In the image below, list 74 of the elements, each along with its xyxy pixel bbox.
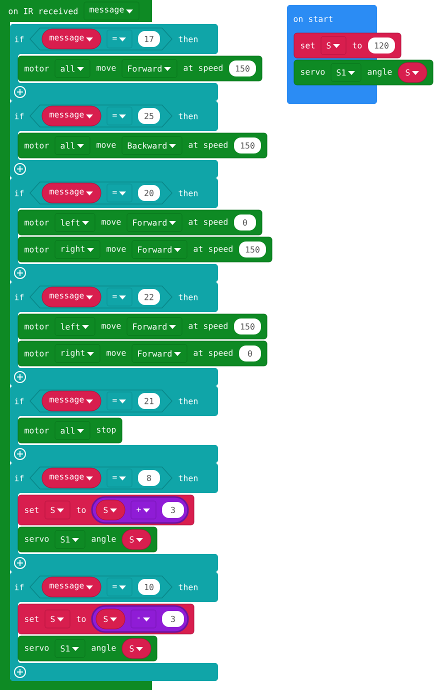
number-field: 3	[162, 502, 184, 518]
dropdown-field: =	[106, 30, 132, 48]
dropdown-field: all	[54, 421, 90, 440]
node-label: then	[178, 474, 198, 482]
dropdown-field: right	[54, 344, 100, 363]
node-label: if	[14, 112, 24, 120]
dropdown-field: Forward	[126, 317, 182, 336]
variable-pill: S	[122, 638, 152, 659]
dropdown-field: S	[44, 500, 70, 520]
number-field: 0	[239, 346, 261, 362]
dropdown-field: Forward	[122, 59, 178, 78]
dropdown-field: +	[130, 500, 156, 520]
number-field: 10	[138, 579, 160, 595]
node-label: then	[178, 112, 198, 120]
dropdown-field: -	[130, 610, 156, 628]
node-label: if	[14, 190, 24, 196]
dropdown-field: all	[54, 59, 90, 78]
node-label: if	[14, 474, 24, 482]
dropdown-field: Backward	[122, 136, 182, 155]
node-label: then	[178, 190, 198, 196]
statement-block: motor all stop	[18, 418, 122, 444]
number-field: 20	[138, 185, 160, 201]
number-field: 21	[138, 393, 160, 409]
number-field: 0	[234, 214, 256, 230]
variable-pill: message	[42, 286, 102, 308]
node-label: then	[178, 398, 198, 404]
number-field: 3	[162, 611, 184, 627]
dropdown-field: left	[54, 213, 96, 232]
dropdown-field: left	[54, 317, 96, 336]
node-label: then	[178, 294, 198, 300]
number-field: 25	[138, 108, 160, 124]
variable-pill: S	[96, 500, 126, 520]
dropdown-field: Forward	[126, 213, 182, 232]
dropdown-field: Forward	[132, 344, 188, 363]
number-field: 17	[138, 31, 160, 47]
dropdown-field: =	[106, 106, 132, 126]
variable-pill: message	[42, 390, 102, 412]
dropdown-field: =	[106, 184, 132, 202]
variable-pill: message	[42, 182, 102, 204]
variable-pill: S	[398, 62, 428, 83]
dropdown-field: S	[44, 610, 70, 628]
variable-pill: message	[42, 28, 102, 50]
dropdown-field: =	[106, 288, 132, 306]
node-label: then	[178, 36, 198, 42]
node-label: if	[14, 36, 24, 42]
node-label: if	[14, 398, 24, 404]
node-label: then	[178, 584, 198, 590]
node-label: if	[14, 294, 24, 300]
variable-pill: message	[42, 106, 102, 126]
number-field: 22	[138, 289, 160, 305]
number-field: 8	[138, 470, 160, 486]
dropdown-field: =	[106, 468, 132, 488]
node-label: if	[14, 584, 24, 590]
statement-block: motor all move Backward at speed 150	[18, 132, 268, 158]
statement-block: motor all move Forward at speed 150	[18, 56, 262, 82]
dropdown-field: S1	[54, 530, 86, 549]
dropdown-field: right	[54, 240, 100, 259]
dropdown-field: all	[54, 136, 90, 155]
variable-pill: S	[122, 529, 152, 550]
statement-block: set S to 120	[294, 32, 402, 58]
dropdown-field: S1	[54, 639, 86, 658]
dropdown-field: message	[84, 2, 140, 20]
statement-block: motor left move Forward at speed 0	[18, 210, 262, 236]
variable-pill: message	[42, 468, 102, 488]
variable-pill: S	[96, 608, 126, 630]
dropdown-field: =	[106, 578, 132, 596]
statement-block: motor left move Forward at speed 150	[18, 314, 268, 340]
statement-block: motor right move Forward at speed 150	[18, 236, 272, 262]
dropdown-field: =	[106, 392, 132, 410]
statement-block: motor right move Forward at speed 0	[18, 340, 268, 366]
dropdown-field: Forward	[132, 240, 188, 259]
variable-pill: message	[42, 576, 102, 598]
dropdown-field: S1	[330, 63, 362, 82]
dropdown-field: S	[320, 36, 346, 55]
